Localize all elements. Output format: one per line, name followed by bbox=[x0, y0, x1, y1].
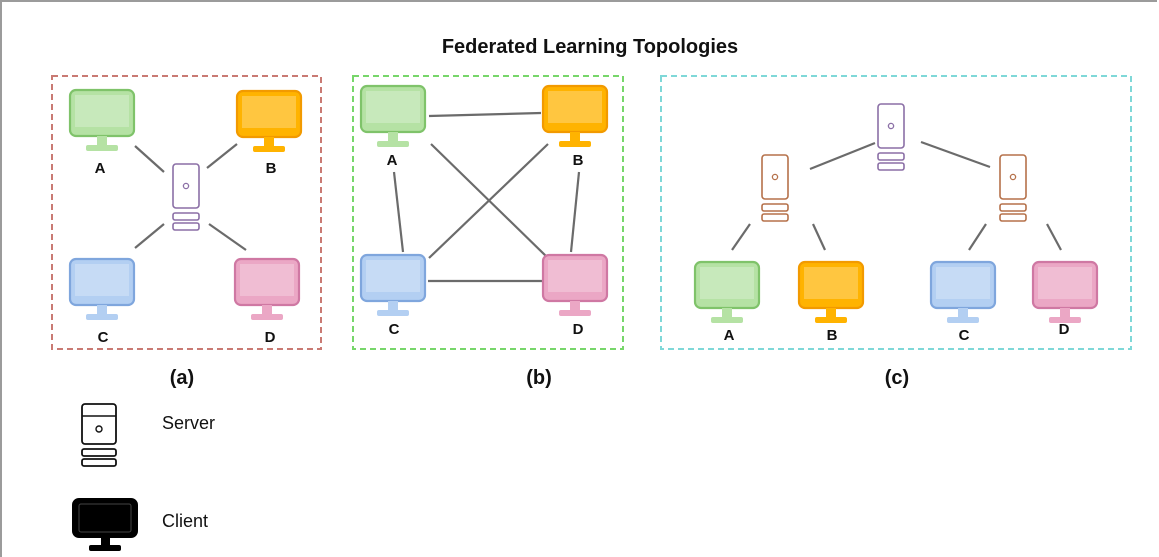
legend-server-label: Server bbox=[162, 413, 215, 433]
server-icon bbox=[81, 403, 117, 467]
legend-client-label: Client bbox=[162, 511, 208, 531]
edge-left-a bbox=[731, 223, 751, 251]
node-label-c: C bbox=[389, 321, 400, 338]
edge-a-b bbox=[428, 111, 542, 118]
node-label-d: D bbox=[265, 329, 276, 346]
client-c-monitor-icon bbox=[68, 257, 136, 322]
client-d-monitor-icon bbox=[541, 253, 609, 318]
client-a-monitor-icon bbox=[359, 84, 427, 149]
edge-b-d bbox=[569, 171, 581, 253]
legend: Server Client bbox=[72, 403, 215, 551]
panel-label-c: (c) bbox=[885, 367, 909, 389]
client-d-monitor-icon bbox=[1031, 260, 1099, 325]
client-b-monitor-icon bbox=[235, 89, 303, 154]
monitor-icon bbox=[72, 498, 138, 551]
right-server-icon bbox=[999, 154, 1027, 222]
node-label-d: D bbox=[573, 321, 584, 338]
node-label-a: A bbox=[95, 160, 106, 177]
node-label-d: D bbox=[1059, 321, 1070, 338]
edge-right-d bbox=[1046, 223, 1062, 251]
edge-a-server bbox=[134, 145, 165, 173]
node-label-a: A bbox=[387, 152, 398, 169]
panel-c: A B C D (c) bbox=[660, 75, 1132, 389]
left-server-icon bbox=[761, 154, 789, 222]
node-label-b: B bbox=[573, 152, 584, 169]
edge-c-server bbox=[134, 223, 165, 249]
node-label-a: A bbox=[724, 327, 735, 344]
client-b-monitor-icon bbox=[541, 84, 609, 149]
edge-top-left bbox=[809, 141, 876, 171]
client-c-monitor-icon bbox=[929, 260, 997, 325]
edge-b-server bbox=[206, 143, 238, 169]
edge-d-server bbox=[208, 223, 247, 251]
panel-b: A B C D (b) bbox=[352, 75, 624, 389]
figure-title: Federated Learning Topologies bbox=[442, 36, 738, 58]
client-c-monitor-icon bbox=[359, 253, 427, 318]
client-d-monitor-icon bbox=[233, 257, 301, 322]
node-label-b: B bbox=[266, 160, 277, 177]
client-b-monitor-icon bbox=[797, 260, 865, 325]
panel-b-border bbox=[352, 75, 624, 350]
node-label-b: B bbox=[827, 327, 838, 344]
edge-right-c bbox=[968, 223, 987, 251]
panel-a-border bbox=[51, 75, 322, 350]
top-server-icon bbox=[877, 103, 905, 171]
panel-label-a: (a) bbox=[170, 367, 194, 389]
panel-label-b: (b) bbox=[526, 367, 552, 389]
node-label-c: C bbox=[98, 329, 109, 346]
edge-b-c bbox=[428, 143, 549, 259]
client-a-monitor-icon bbox=[693, 260, 761, 325]
edge-left-b bbox=[812, 223, 826, 251]
central-server-icon bbox=[172, 163, 200, 231]
node-label-c: C bbox=[959, 327, 970, 344]
panel-a: A B C D (a) bbox=[51, 75, 322, 389]
edge-top-right bbox=[920, 140, 991, 169]
client-a-monitor-icon bbox=[68, 88, 136, 153]
edge-a-c bbox=[392, 171, 405, 253]
panel-c-border bbox=[660, 75, 1132, 350]
